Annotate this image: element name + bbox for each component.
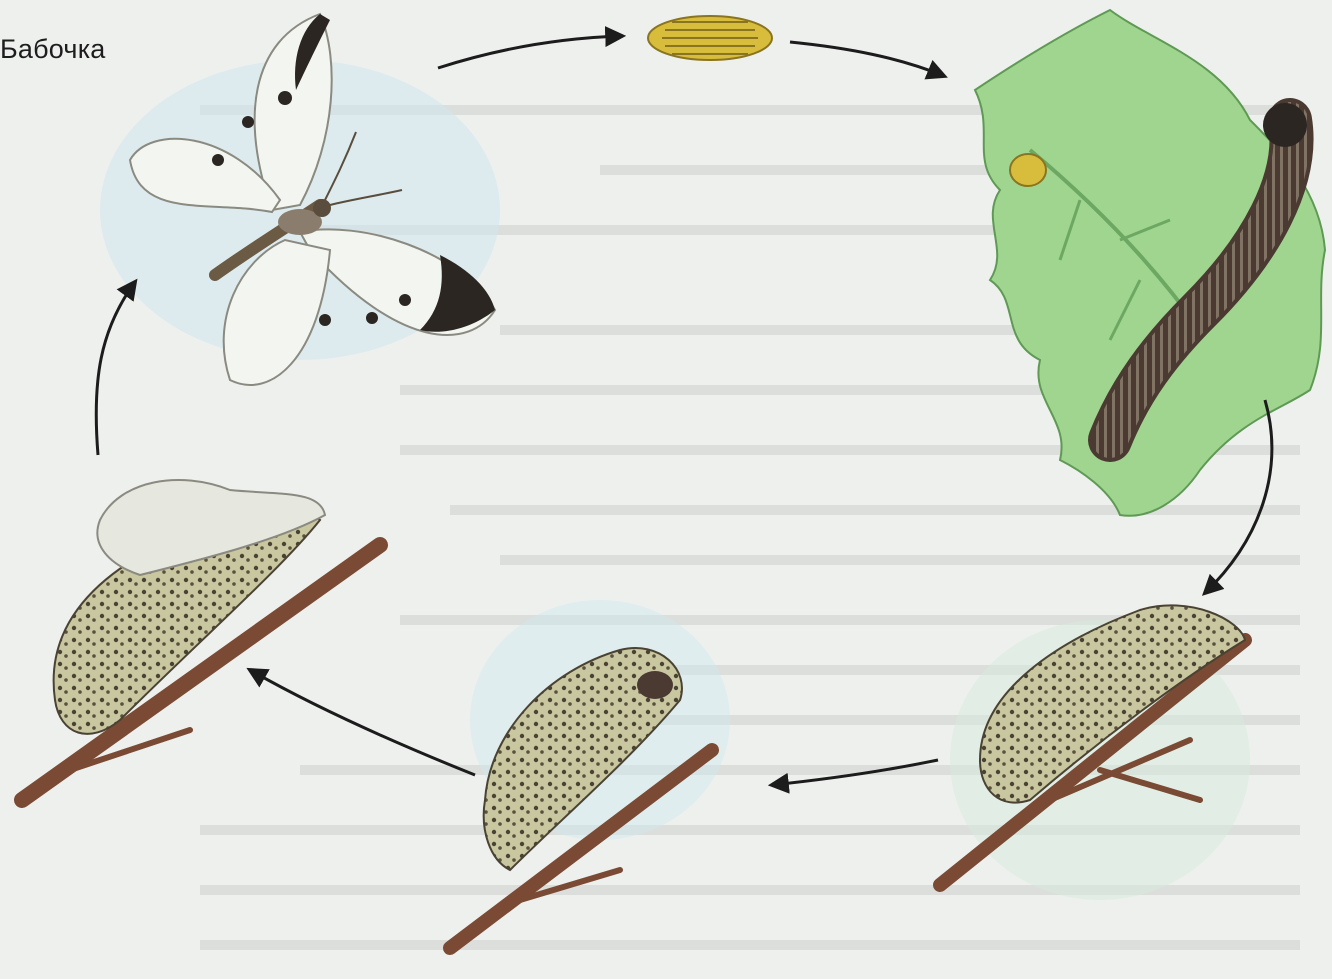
arrow-pupa-to-emerging xyxy=(250,670,475,775)
emerging-butterfly-illustration xyxy=(22,480,380,800)
arrow-egg-to-caterpillar xyxy=(790,42,944,76)
diagram-label: Бабочка xyxy=(0,34,106,65)
egg-illustration xyxy=(648,16,772,60)
arrow-butterfly-to-egg xyxy=(438,36,622,68)
arrow-emerging-to-butterfly xyxy=(96,282,135,455)
